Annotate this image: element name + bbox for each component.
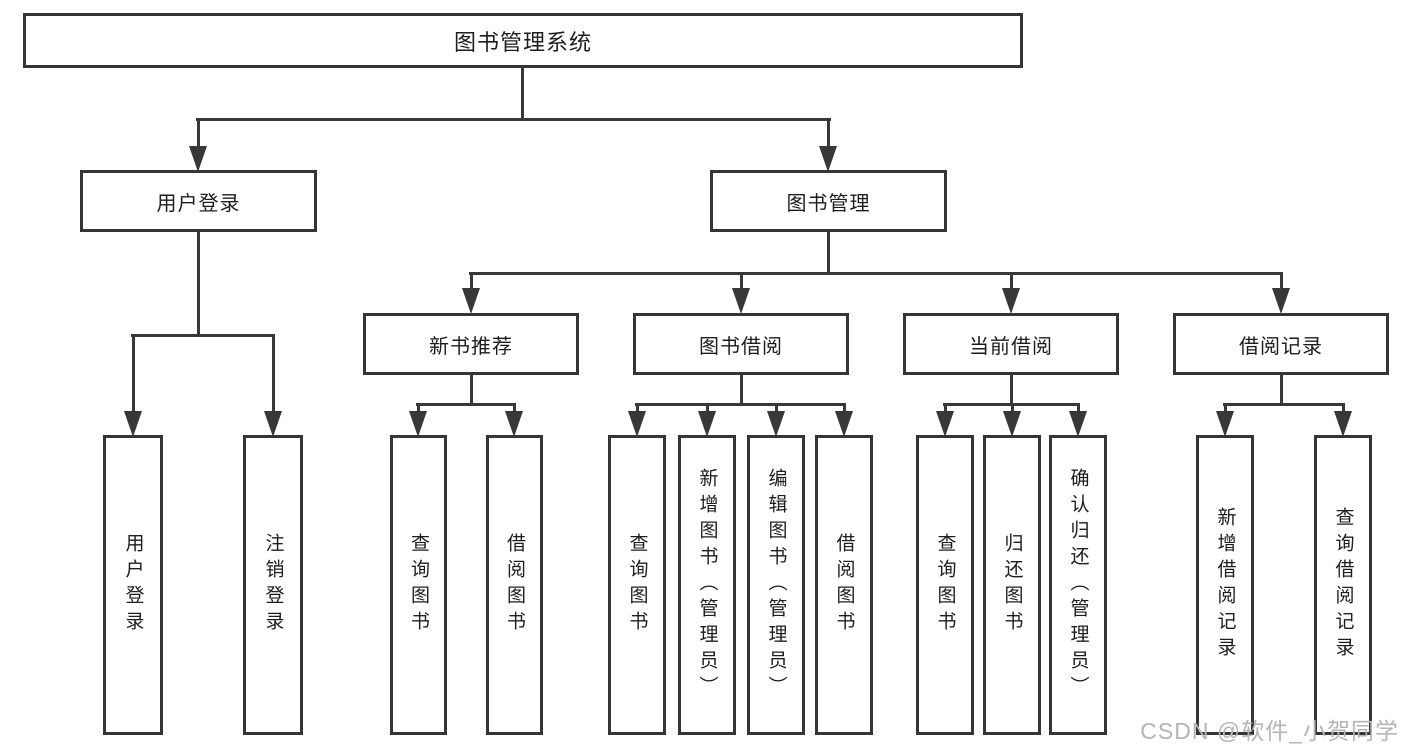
arrowhead [505,411,523,437]
arrowhead [264,411,282,437]
connector-line [1280,375,1283,405]
connector-line [843,403,846,413]
connector-line [1280,272,1283,288]
connector-line [775,403,778,413]
connector-line [470,272,473,288]
connector-line [132,334,135,413]
leaf-user-login: 用户登录 [103,435,163,735]
node-borrowing-records: 借阅记录 [1173,313,1389,375]
leaf-label: 借阅图书 [833,533,855,637]
leaf-label: 归还图书 [1001,533,1023,637]
leaf-br-add-record: 新增借阅记录 [1196,435,1254,735]
connector-line [706,403,709,413]
arrowhead [628,411,646,437]
arrowhead [1003,411,1021,437]
arrowhead [819,146,837,172]
leaf-label: 新增借阅记录 [1214,507,1236,663]
leaf-br-query-record: 查询借阅记录 [1314,435,1372,735]
arrowhead [1002,288,1020,314]
leaf-bb-add-books-admin: 新增图书（管理员） [678,435,736,735]
connector-line [513,403,516,413]
connector-line [635,403,846,406]
arrowhead [1272,288,1290,314]
connector-line [944,403,947,413]
node-book-borrowing: 图书借阅 [633,313,849,375]
arrowhead [936,411,954,437]
arrowhead [124,411,142,437]
leaf-rec-query-books: 查询图书 [390,435,447,735]
arrowhead [1069,411,1087,437]
connector-line [740,375,743,405]
arrowhead [189,146,207,172]
leaf-label: 查询图书 [626,533,648,637]
arrowhead [767,411,785,437]
node-current-borrowing: 当前借阅 [903,313,1119,375]
connector-line [1342,403,1345,413]
leaf-rec-borrow-books: 借阅图书 [486,435,543,735]
arrowhead [835,411,853,437]
leaf-label: 查询图书 [408,533,429,637]
leaf-label: 确认归还（管理员） [1067,468,1089,702]
connector-line [469,272,1283,275]
connector-line [827,232,830,274]
leaf-cb-return-books: 归还图书 [983,435,1041,735]
leaf-label: 查询借阅记录 [1332,507,1354,663]
connector-line [1224,403,1227,413]
arrowhead [1216,411,1234,437]
connector-line [196,118,831,121]
leaf-cb-query-books: 查询图书 [916,435,974,735]
connector-line [272,334,275,413]
connector-line [1077,403,1080,413]
leaf-label: 借阅图书 [504,533,525,637]
connector-line [417,403,420,413]
connector-line [1223,403,1345,406]
connector-line [636,403,639,413]
leaf-label: 注销登录 [262,533,284,637]
arrowhead [1334,411,1352,437]
connector-line [131,334,275,337]
leaf-label: 查询图书 [934,533,956,637]
arrowhead [732,288,750,314]
node-new-book-recommend: 新书推荐 [363,313,579,375]
connector-line [1010,375,1013,405]
leaf-label: 用户登录 [122,533,144,637]
leaf-bb-query-books: 查询图书 [608,435,666,735]
arrowhead [698,411,716,437]
arrowhead [462,288,480,314]
connector-line [1011,403,1014,413]
node-library-system: 图书管理系统 [23,13,1023,68]
node-book-management: 图书管理 [710,170,947,232]
connector-line [827,118,830,146]
connector-line [521,68,524,121]
connector-line [416,403,516,406]
connector-line [197,118,200,146]
node-user-login: 用户登录 [80,170,317,232]
leaf-label: 新增图书（管理员） [696,468,718,702]
leaf-logout: 注销登录 [243,435,303,735]
connector-line [1010,272,1013,288]
watermark: CSDN @软件_小贺同学 [1140,718,1399,744]
arrowhead [409,411,427,437]
connector-line [740,272,743,288]
leaf-bb-borrow-books: 借阅图书 [815,435,873,735]
connector-line [470,375,473,405]
leaf-cb-confirm-return-admin: 确认归还（管理员） [1049,435,1107,735]
leaf-label: 编辑图书（管理员） [765,468,787,702]
leaf-bb-edit-books-admin: 编辑图书（管理员） [747,435,805,735]
connector-line [197,232,200,336]
